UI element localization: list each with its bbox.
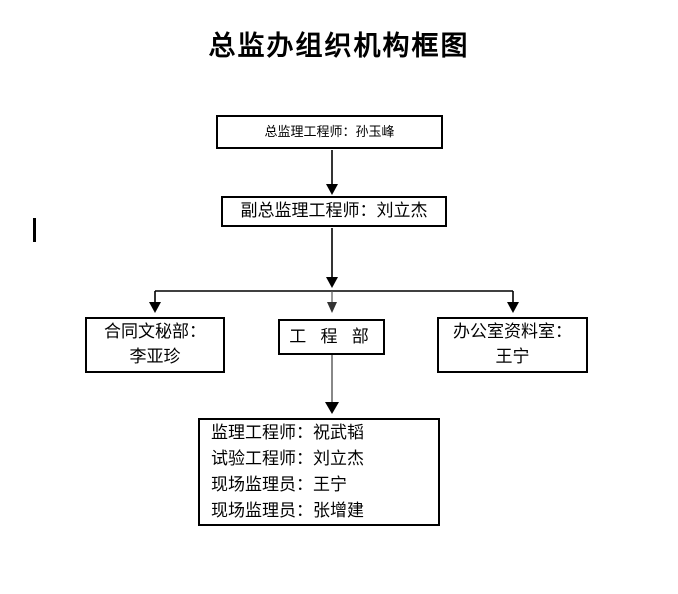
text-cursor-mark	[33, 218, 36, 242]
staff-list-line: 现场监理员：张增建	[211, 501, 364, 520]
node-engineering-dept-label: 工 程 部	[289, 326, 374, 346]
arrow-engineering-to-staff	[325, 355, 339, 414]
page-title: 总监办组织机构框图	[208, 31, 470, 61]
arrow-branch-to-office	[507, 291, 519, 313]
arrow-deputy-to-branch	[326, 228, 338, 288]
node-deputy-chief-engineer: 副总监理工程师：刘立杰	[221, 196, 447, 227]
staff-list-line: 试验工程师：刘立杰	[211, 449, 364, 468]
staff-list-line: 监理工程师：祝武韬	[211, 423, 364, 442]
node-staff-list: 监理工程师：祝武韬 试验工程师：刘立杰 现场监理员：王宁 现场监理员：张增建	[198, 418, 440, 526]
node-deputy-chief-engineer-label: 副总监理工程师：刘立杰	[240, 201, 428, 221]
staff-list-line: 现场监理员：王宁	[211, 475, 347, 494]
node-office-archive-room-person: 王宁	[495, 347, 530, 366]
node-chief-engineer: 总监理工程师：孙玉峰	[216, 115, 443, 149]
node-contract-secretary-dept-title: 合同文秘部：	[104, 322, 206, 342]
node-contract-secretary-dept-person: 李亚珍	[129, 347, 181, 366]
node-engineering-dept: 工 程 部	[278, 319, 385, 355]
arrow-chief-to-deputy	[326, 150, 338, 195]
node-contract-secretary-dept: 合同文秘部： 李亚珍	[85, 317, 225, 373]
arrow-branch-to-contract	[149, 291, 161, 313]
node-office-archive-room-title: 办公室资料室：	[453, 322, 572, 342]
arrow-branch-to-engineering	[327, 291, 337, 313]
node-office-archive-room: 办公室资料室： 王宁	[437, 317, 588, 373]
node-chief-engineer-label: 总监理工程师：孙玉峰	[264, 123, 395, 139]
